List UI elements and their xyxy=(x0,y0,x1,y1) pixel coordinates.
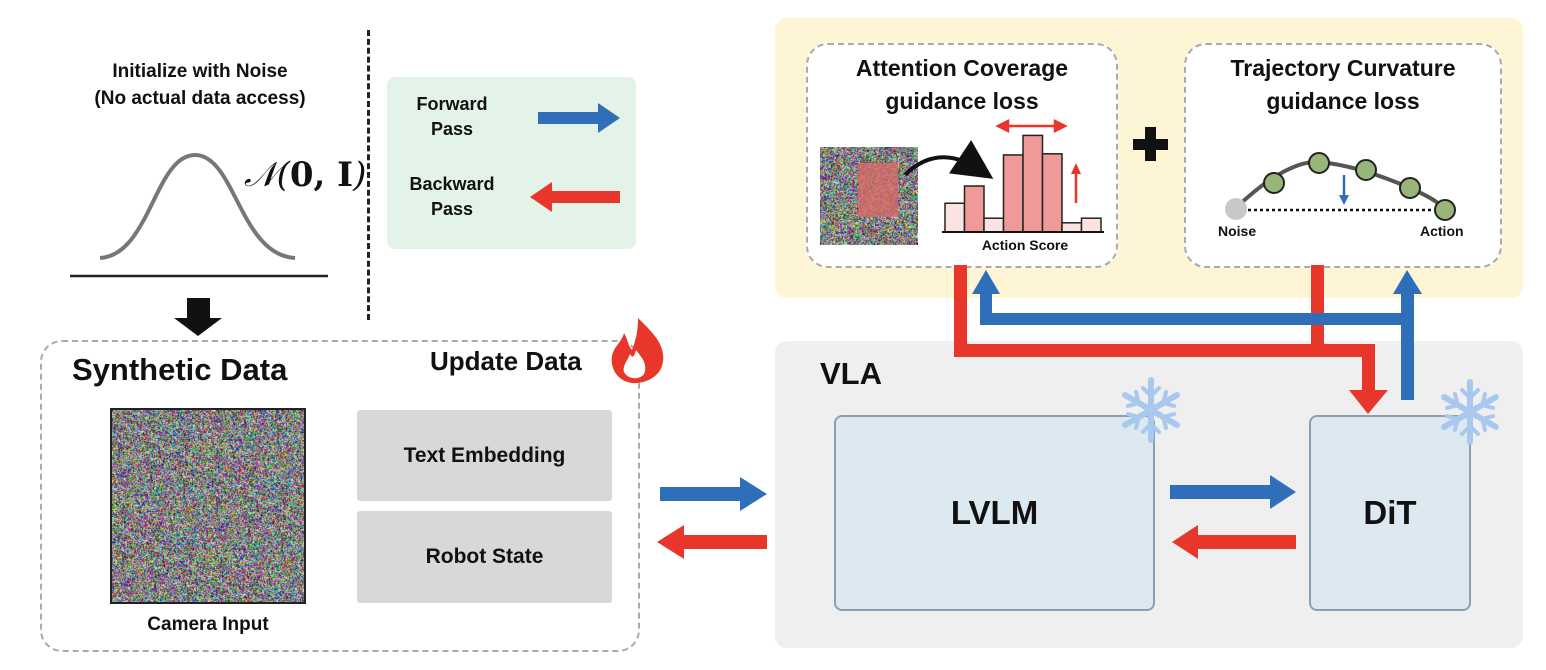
trajectory-noise-node xyxy=(1225,198,1247,220)
action-score-histogram xyxy=(942,134,1104,233)
attention-curved-arrow xyxy=(903,140,994,179)
text-embedding-block: Text Embedding xyxy=(357,410,612,501)
action-label: Action xyxy=(1420,223,1464,239)
vla-to-synth-backward-arrow xyxy=(657,525,767,559)
attention-region xyxy=(858,163,898,217)
guidance-backward-path xyxy=(954,265,1388,414)
action-score-label: Action Score xyxy=(981,237,1069,253)
init-title-line2: (No actual data access) xyxy=(94,88,306,109)
lvlm-to-dit-forward-arrow xyxy=(1170,475,1296,509)
histogram-bar xyxy=(944,202,966,233)
synth-to-vla-forward-arrow xyxy=(660,477,767,511)
noise-label: Noise xyxy=(1218,223,1257,239)
histogram-bar xyxy=(1002,154,1024,233)
trajectory-nodes xyxy=(1225,152,1456,221)
snowflake-arm xyxy=(1148,390,1180,413)
down-arrow-icon xyxy=(174,298,222,336)
trajectory-node xyxy=(1308,152,1330,174)
trajectory-node xyxy=(1355,159,1377,181)
plus-icon xyxy=(1133,127,1168,161)
snowflake-arm xyxy=(1460,409,1480,445)
score-up-arrow xyxy=(1071,163,1081,203)
snowflake-arm xyxy=(1467,409,1499,432)
histogram-bar xyxy=(1061,222,1083,233)
histogram-bar xyxy=(1080,217,1102,233)
synthetic-data-box xyxy=(40,340,640,652)
dashed-divider xyxy=(367,30,370,320)
trajectory-node xyxy=(1263,172,1285,194)
guidance-forward-path xyxy=(972,270,1422,400)
dit-block: DiT xyxy=(1309,415,1471,611)
snowflake-arm xyxy=(1122,407,1154,430)
curvature-down-arrow xyxy=(1339,175,1349,205)
camera-input-noise-image xyxy=(110,408,306,604)
snowflake-arm xyxy=(1141,407,1161,443)
noise-texture xyxy=(112,410,304,602)
snowflake-icon xyxy=(1441,379,1499,445)
histogram-bar xyxy=(1022,134,1044,233)
update-data-label: Update Data xyxy=(430,346,582,376)
snowflake-arm xyxy=(1141,377,1161,413)
trajectory-curvature-box xyxy=(1184,43,1502,268)
trajectory-node xyxy=(1434,199,1456,221)
dit-to-lvlm-backward-arrow xyxy=(1172,525,1296,559)
snowflake-arm xyxy=(1441,392,1473,415)
init-title-line1: Initialize with Noise xyxy=(112,61,288,82)
histogram-bar xyxy=(1041,153,1063,233)
coverage-double-arrow xyxy=(995,118,1068,134)
init-title: Initialize with Noise (No actual data ac… xyxy=(60,58,340,112)
normal-distribution-label: 𝒩(0, I) xyxy=(244,155,367,195)
snowflake-arm xyxy=(1148,407,1180,430)
synthetic-data-title: Synthetic Data xyxy=(72,352,288,387)
gaussian-curve xyxy=(70,152,328,278)
lvlm-block: LVLM xyxy=(834,415,1155,611)
snowflake-arm xyxy=(1467,392,1499,415)
snowflake-arm xyxy=(1460,379,1480,415)
legend-backward-arrow xyxy=(530,182,620,212)
snowflake-icon xyxy=(1122,377,1180,443)
flame-icon xyxy=(611,318,664,384)
snowflake-arm xyxy=(1441,409,1473,432)
histogram-bar xyxy=(983,217,1005,233)
snowflake-arm xyxy=(1122,390,1154,413)
trajectory-node xyxy=(1399,177,1421,199)
legend-forward-arrow xyxy=(538,103,620,133)
camera-input-label: Camera Input xyxy=(147,614,269,635)
robot-state-block: Robot State xyxy=(357,511,612,603)
vla-label: VLA xyxy=(820,356,882,391)
histogram-bar xyxy=(963,185,985,233)
